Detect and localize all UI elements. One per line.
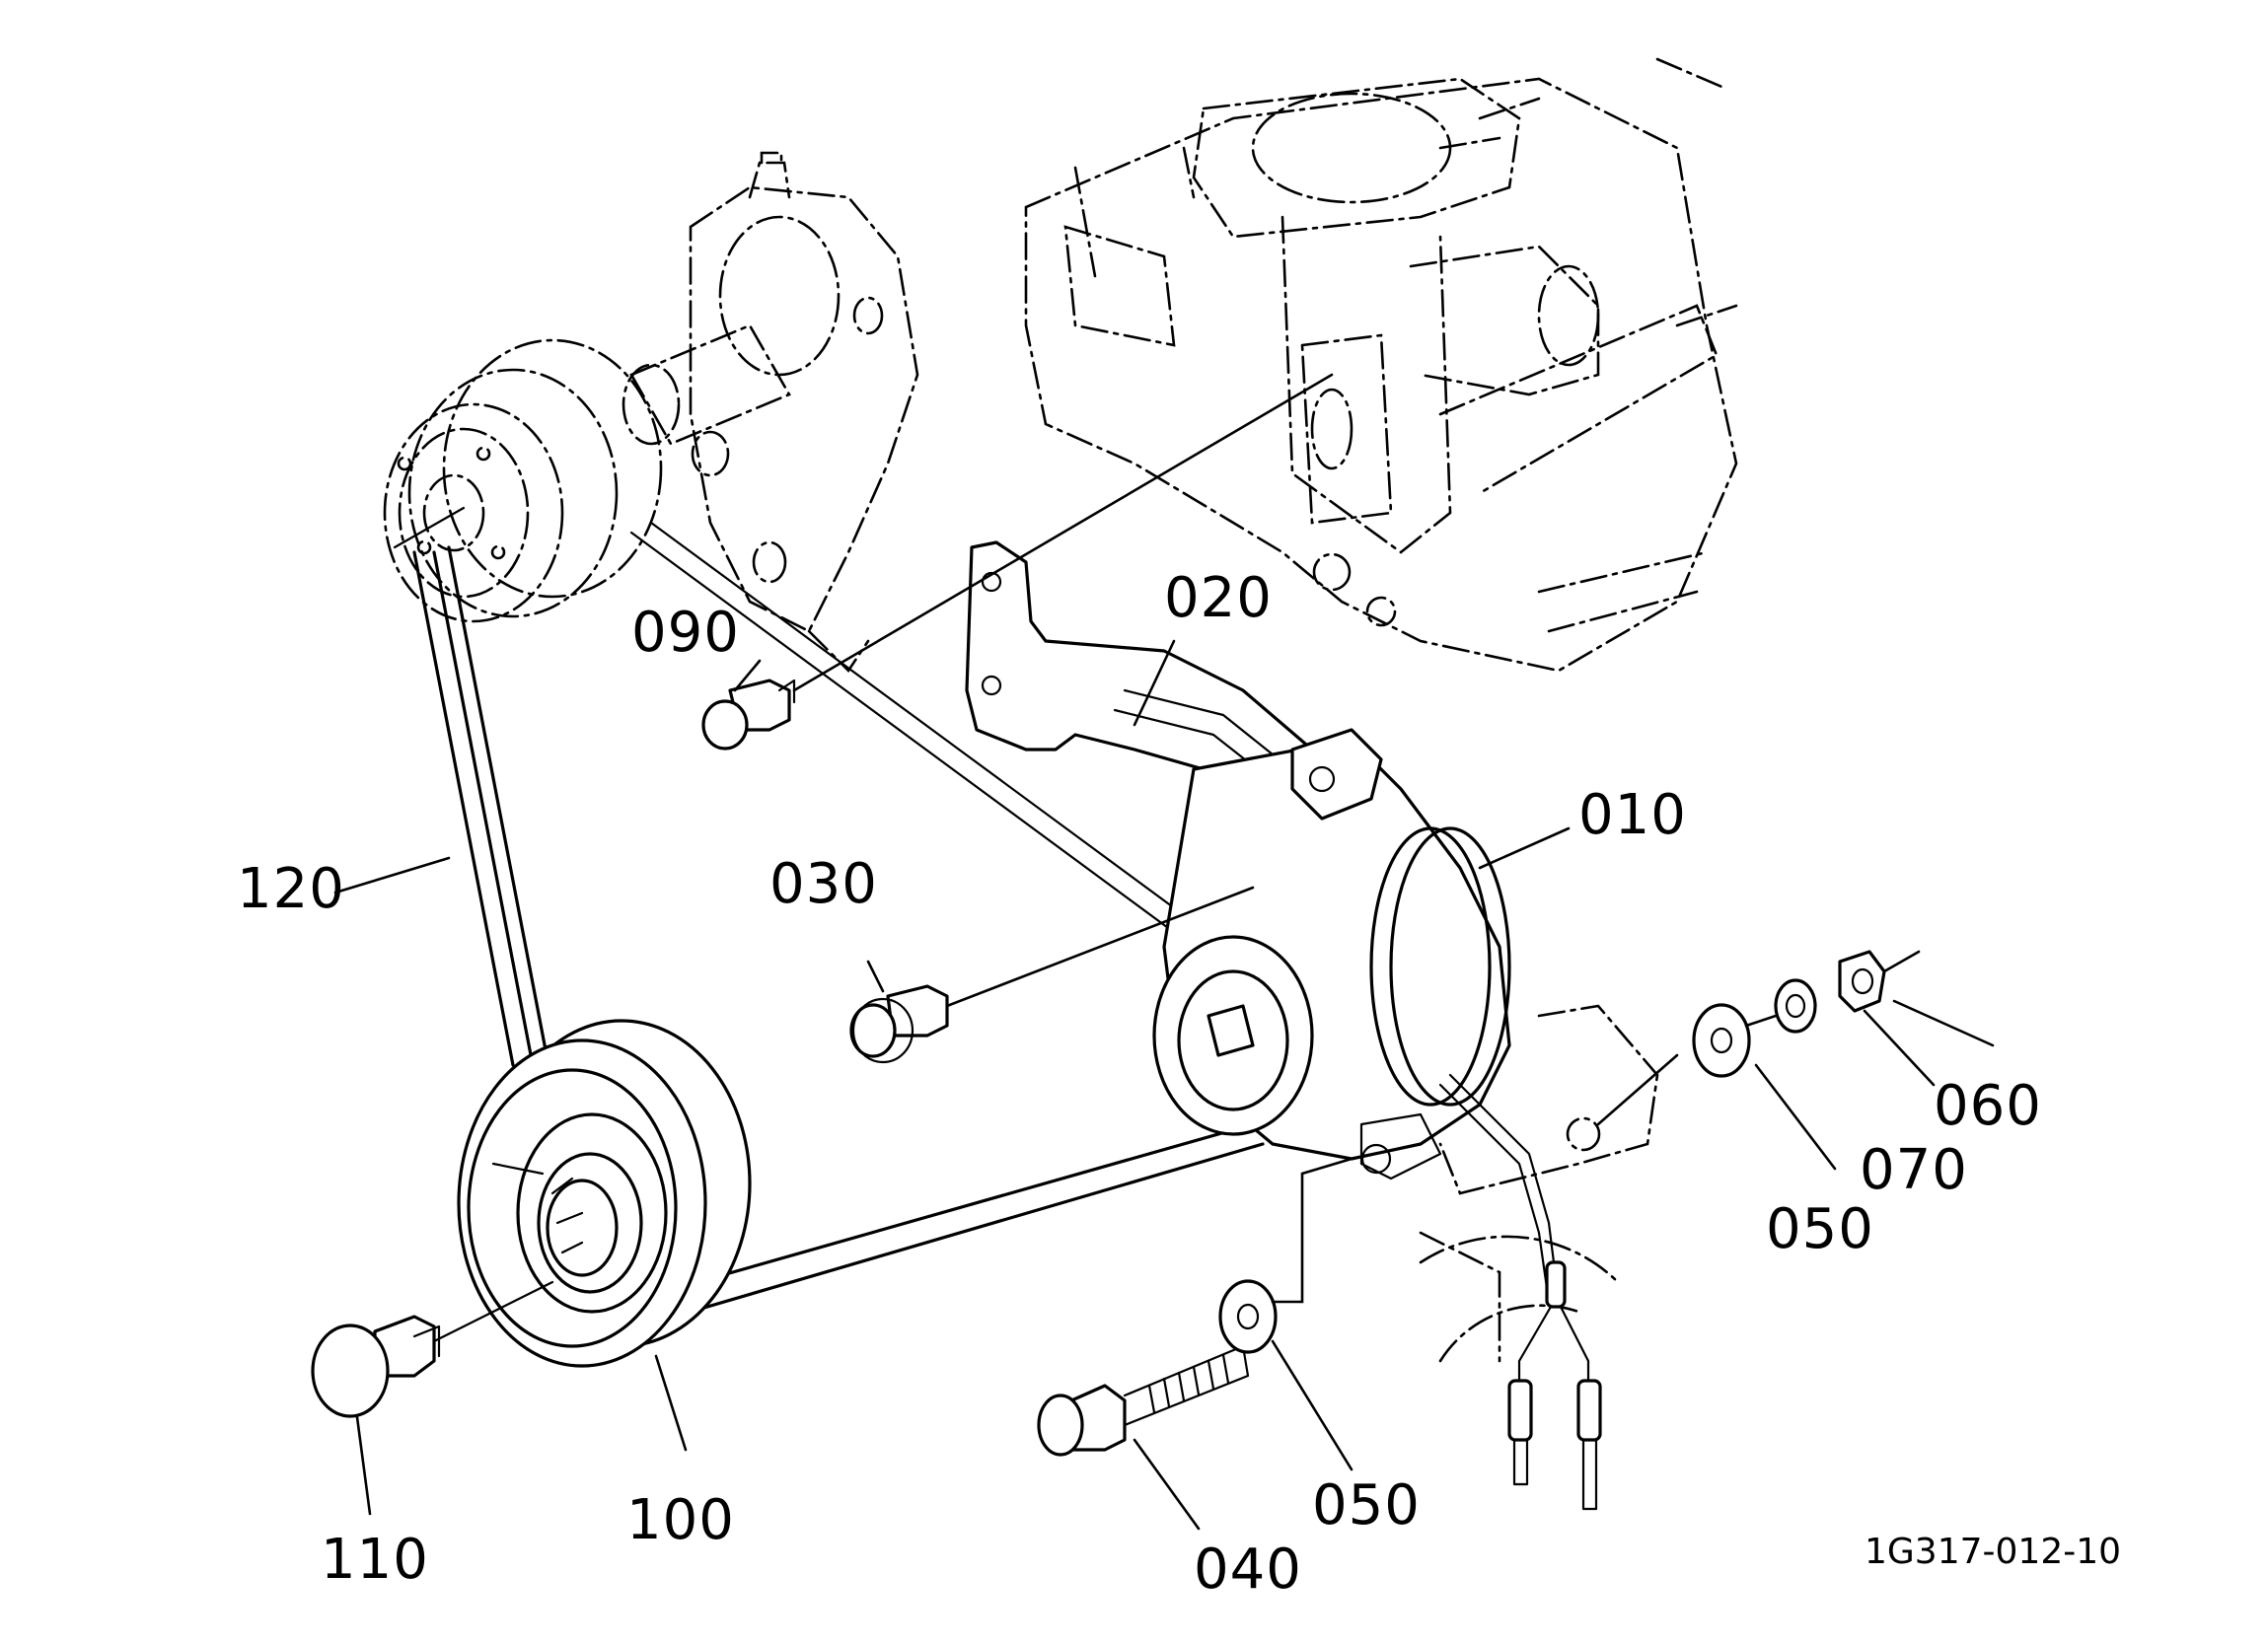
figure-code: 1G317-012-10: [1865, 1532, 2121, 1572]
bolt-090: [701, 373, 1334, 751]
crankshaft-pulley: [457, 1019, 752, 1368]
fan-belt: [412, 521, 1265, 1314]
callout-100: 100: [626, 1488, 735, 1552]
callout-leaders: [333, 639, 1995, 1531]
callout-040: 040: [1194, 1538, 1302, 1602]
callout-010: 010: [1578, 783, 1687, 847]
callout-030: 030: [769, 852, 878, 916]
bolt-110: [311, 1280, 554, 1418]
lock-washer-070: [1744, 978, 1817, 1034]
callout-120: 120: [237, 857, 345, 921]
water-pump-phantom: [622, 151, 919, 674]
engine-block-phantom: [1024, 57, 1738, 673]
bolt-040: [1037, 1344, 1250, 1457]
callout-110: 110: [321, 1528, 429, 1592]
fan-pulley-phantom: [383, 338, 663, 623]
callout-090: 090: [631, 601, 740, 665]
callout-070: 070: [1860, 1138, 1968, 1202]
callout-050-upper: 050: [1766, 1197, 1874, 1261]
wiring-harness: [1507, 1260, 1602, 1511]
washer-050-upper: [1596, 1003, 1751, 1126]
nut-060: [1838, 950, 1921, 1013]
alternator: [1152, 728, 1561, 1304]
bolt-030: [849, 886, 1255, 1064]
callout-020: 020: [1164, 566, 1273, 630]
washer-050-lower: [1218, 1157, 1353, 1354]
callout-050-lower: 050: [1312, 1473, 1421, 1538]
callout-060: 060: [1934, 1074, 2042, 1138]
